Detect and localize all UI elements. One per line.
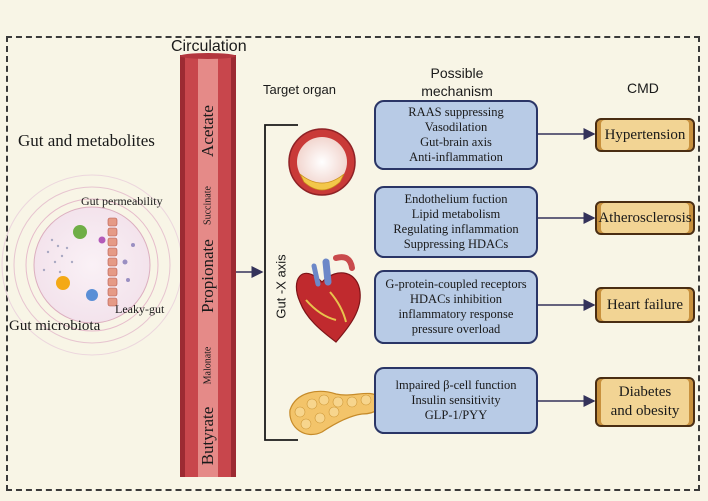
mechanism-line: pressure overload	[411, 322, 501, 336]
outcome-heart-failure: Heart failure	[595, 287, 695, 323]
cmd-label: CMD	[627, 80, 659, 96]
metabolite-propionate: Propionate	[198, 239, 217, 313]
metabolite-malonate: Malonate	[202, 346, 214, 385]
mechanism-line: Insulin sensitivity	[411, 393, 501, 407]
outcome-hypertension: Hypertension	[595, 118, 695, 152]
mechanism-box-heart-failure: G-protein-coupled receptors HDACs inhibi…	[374, 270, 538, 344]
outcome-label: Heart failure	[606, 296, 684, 313]
mechanism-line: HDACs inhibition	[409, 292, 503, 306]
heart-icon	[295, 254, 361, 343]
leaky-gut-label: Leaky-gut	[115, 302, 165, 316]
circulation-vessel	[180, 53, 236, 477]
gut-permeability-label: Gut permeability	[81, 194, 163, 208]
mechanism-line: GLP-1/PYY	[424, 408, 488, 422]
mechanism-line: Suppressing HDACs	[403, 237, 509, 251]
mechanism-line: Gut-brain axis	[420, 135, 492, 149]
outcome-label: Atherosclerosis	[598, 209, 692, 226]
outcome-label: Diabetes	[618, 384, 672, 400]
outcome-atherosclerosis: Atherosclerosis	[595, 201, 695, 235]
mechanism-line: Lipid metabolism	[411, 207, 501, 221]
metabolite-acetate: Acetate	[198, 105, 217, 157]
gut-x-axis-label: Gut -X axis	[273, 254, 289, 319]
mechanism-line: inflammatory response	[398, 307, 514, 321]
outcome-label: and obesity	[610, 403, 680, 419]
mechanism-box-diabetes: lmpaired β-cell function Insulin sensiti…	[374, 367, 538, 434]
mechanism-box-hypertension: RAAS suppressing Vasodilation Gut-brain …	[374, 100, 538, 170]
gut-microbiota-label: Gut microbiota	[9, 318, 101, 334]
mechanism-outcome-arrows	[538, 128, 596, 407]
pancreas-icon	[289, 390, 383, 436]
mechanism-line: Endothelium fuction	[404, 192, 508, 206]
outcome-diabetes-obesity: Diabetes and obesity	[595, 377, 695, 427]
metabolite-butyrate: Butyrate	[198, 406, 217, 466]
mechanism-box-atherosclerosis: Endothelium fuction Lipid metabolism Reg…	[374, 186, 538, 258]
possible-mechanism-label: Possible mechanism	[421, 65, 493, 99]
gut-cross-section-icon	[1, 174, 183, 356]
mechanism-line: Regulating inflammation	[393, 222, 519, 236]
outcome-label: Hypertension	[604, 126, 686, 143]
mechanism-line: lmpaired β-cell function	[395, 378, 517, 392]
diagram-frame	[6, 36, 700, 491]
gut-metabolites-label: Gut and metabolites	[18, 131, 155, 150]
mechanism-line: RAAS suppressing	[408, 105, 504, 119]
target-organ-label: Target organ	[263, 82, 336, 97]
artery-plaque-icon	[288, 128, 356, 196]
mechanism-line: Anti-inflammation	[409, 150, 503, 164]
mechanism-line: G-protein-coupled receptors	[385, 277, 527, 291]
gut-x-axis-bracket	[264, 124, 298, 441]
circulation-label: Circulation	[171, 38, 247, 55]
mechanism-line: Vasodilation	[424, 120, 488, 134]
